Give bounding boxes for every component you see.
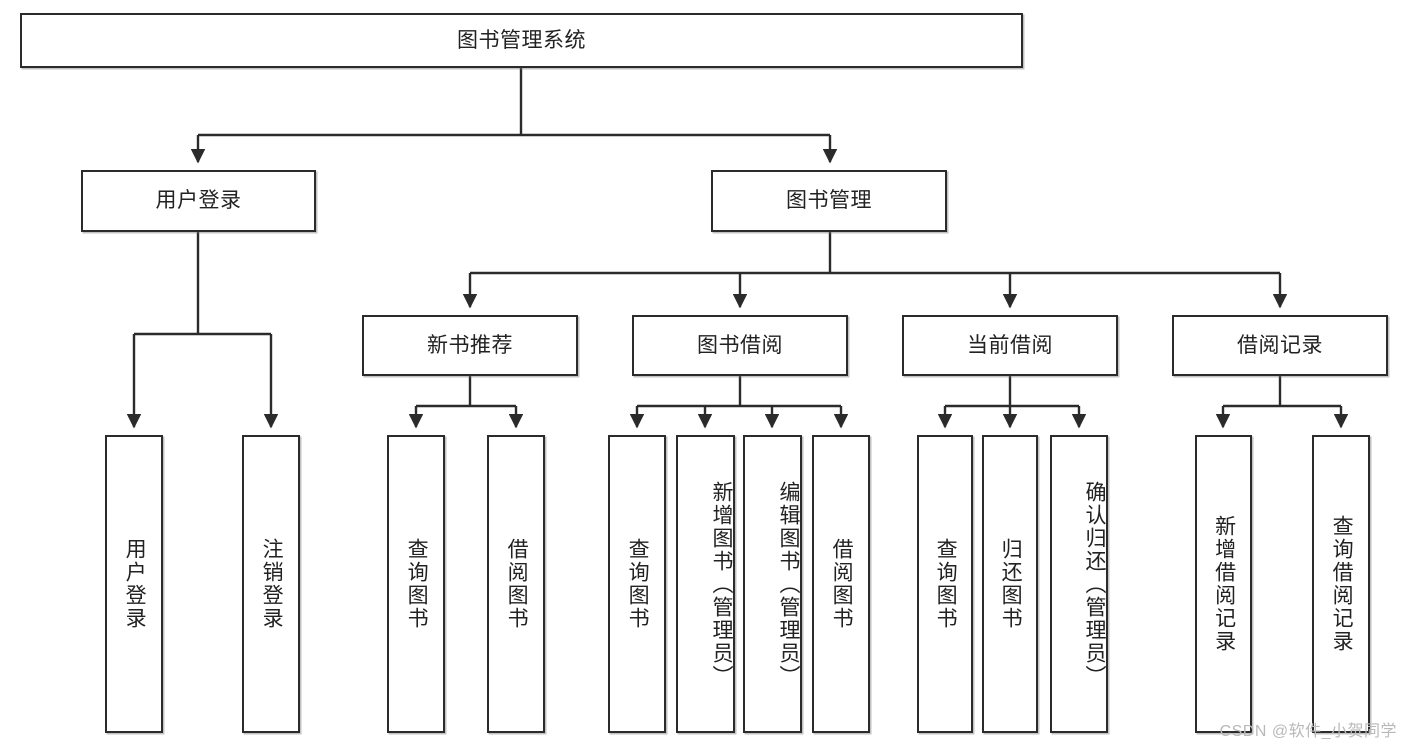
node-label: 图书借阅 bbox=[697, 333, 783, 357]
node-label: 编辑图书（管理员） bbox=[777, 480, 800, 688]
node-label: 注销登录 bbox=[260, 538, 284, 630]
node-leaf-query-book-current[interactable]: 查询图书 bbox=[917, 435, 973, 733]
watermark: CSDN @软件_小贺同学 bbox=[1219, 723, 1397, 740]
node-label: 图书管理系统 bbox=[457, 28, 586, 52]
node-label: 查询借阅记录 bbox=[1330, 515, 1354, 653]
node-label: 确认归还（管理员） bbox=[1083, 480, 1106, 688]
node-leaf-query-book-borrow[interactable]: 查询图书 bbox=[608, 435, 666, 733]
node-label: 新增图书（管理员） bbox=[710, 480, 733, 688]
node-leaf-query-book-rec[interactable]: 查询图书 bbox=[387, 435, 445, 733]
node-leaf-query-borrow-record[interactable]: 查询借阅记录 bbox=[1312, 435, 1370, 733]
node-label: 借阅记录 bbox=[1237, 333, 1323, 357]
node-current-borrow[interactable]: 当前借阅 bbox=[902, 315, 1118, 376]
node-label: 查询图书 bbox=[405, 538, 429, 630]
node-label: 借阅图书 bbox=[505, 538, 529, 630]
node-borrow-record[interactable]: 借阅记录 bbox=[1172, 315, 1388, 376]
node-leaf-borrow-book-rec[interactable]: 借阅图书 bbox=[487, 435, 545, 733]
node-label: 当前借阅 bbox=[967, 333, 1053, 357]
node-label: 查询图书 bbox=[626, 538, 650, 630]
node-label: 借阅图书 bbox=[830, 538, 854, 630]
node-label: 新书推荐 bbox=[427, 333, 513, 357]
node-label: 查询图书 bbox=[934, 538, 958, 630]
node-label: 新增借阅记录 bbox=[1212, 515, 1236, 653]
node-label: 归还图书 bbox=[999, 538, 1023, 630]
node-leaf-user-login[interactable]: 用户登录 bbox=[105, 435, 163, 733]
node-leaf-add-borrow-record[interactable]: 新增借阅记录 bbox=[1195, 435, 1252, 733]
node-leaf-confirm-return-admin[interactable]: 确认归还（管理员） bbox=[1050, 435, 1108, 733]
node-leaf-add-book-admin[interactable]: 新增图书（管理员） bbox=[676, 435, 735, 733]
node-new-book-recommend[interactable]: 新书推荐 bbox=[362, 315, 578, 376]
node-label: 用户登录 bbox=[155, 189, 242, 213]
node-book-management[interactable]: 图书管理 bbox=[711, 170, 947, 232]
node-label: 用户登录 bbox=[123, 538, 147, 630]
node-root-system[interactable]: 图书管理系统 bbox=[20, 13, 1023, 68]
node-user-login[interactable]: 用户登录 bbox=[81, 170, 316, 232]
node-book-borrow[interactable]: 图书借阅 bbox=[632, 315, 848, 376]
node-label: 图书管理 bbox=[786, 189, 872, 213]
node-leaf-logout[interactable]: 注销登录 bbox=[242, 435, 300, 733]
node-leaf-return-book[interactable]: 归还图书 bbox=[982, 435, 1038, 733]
node-leaf-edit-book-admin[interactable]: 编辑图书（管理员） bbox=[743, 435, 802, 733]
node-leaf-borrow-book[interactable]: 借阅图书 bbox=[812, 435, 870, 733]
